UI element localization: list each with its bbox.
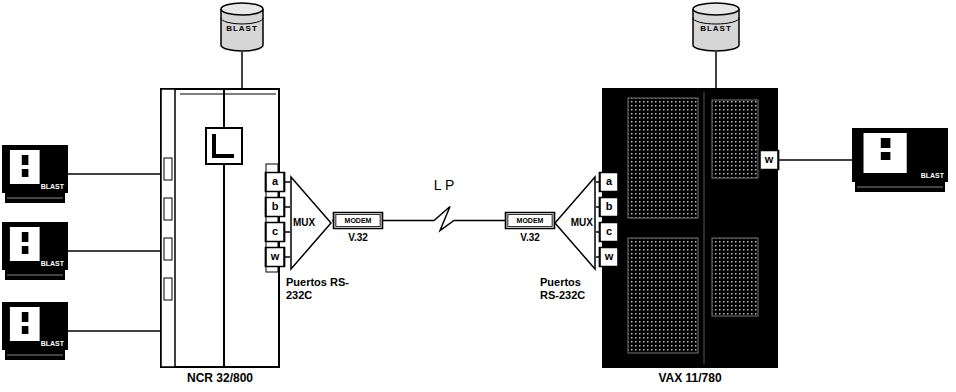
connector-line bbox=[68, 250, 160, 252]
connector-line bbox=[285, 206, 290, 208]
terminal-node: BLAST bbox=[852, 128, 948, 192]
port-node: c bbox=[599, 222, 619, 242]
computer-node: VAX 11/780abcww bbox=[602, 88, 778, 368]
terminal-icon bbox=[2, 222, 68, 280]
modem-node: MODEMV.32 bbox=[333, 212, 383, 229]
connector-line bbox=[285, 256, 290, 258]
computer-cabinet bbox=[160, 88, 280, 368]
connector-line bbox=[715, 52, 717, 88]
connector-line bbox=[68, 173, 160, 175]
port-node: w bbox=[759, 150, 779, 170]
blast-label: BLAST bbox=[41, 260, 64, 267]
connector-line bbox=[779, 159, 852, 161]
port-node: b bbox=[265, 197, 285, 217]
computer-cabinet bbox=[602, 88, 778, 368]
connector-line bbox=[596, 181, 599, 183]
port-letter: w bbox=[759, 150, 779, 168]
port-node: c bbox=[265, 222, 285, 242]
computer-name: NCR 32/800 bbox=[160, 371, 280, 385]
connector-line bbox=[596, 231, 599, 233]
terminal-icon bbox=[2, 145, 68, 203]
modem-label: MODEM bbox=[505, 212, 555, 229]
port-letter: c bbox=[265, 222, 285, 240]
database-node: BLAST bbox=[692, 2, 740, 52]
terminal-node: BLAST bbox=[2, 145, 68, 203]
modem-standard: V.32 bbox=[333, 232, 383, 243]
modem-label: MODEM bbox=[333, 212, 383, 229]
port-node: b bbox=[599, 197, 619, 217]
blast-label: BLAST bbox=[220, 24, 264, 33]
port-node: w bbox=[599, 247, 619, 267]
blast-label: BLAST bbox=[41, 340, 64, 347]
port-node: a bbox=[599, 172, 619, 192]
port-node: w bbox=[265, 247, 285, 267]
mux-node: MUX bbox=[554, 176, 596, 270]
mux-label: MUX bbox=[293, 217, 315, 228]
port-group-label: Puertos RS-232C bbox=[540, 276, 602, 302]
port-letter: b bbox=[599, 197, 619, 215]
modem-standard: V.32 bbox=[505, 232, 555, 243]
connector-line bbox=[285, 231, 290, 233]
connector-line bbox=[241, 52, 243, 88]
terminal-node: BLAST bbox=[2, 302, 68, 360]
connector-line bbox=[68, 330, 160, 332]
port-letter: w bbox=[599, 247, 619, 265]
terminal-node: BLAST bbox=[2, 222, 68, 280]
connector-line bbox=[285, 181, 290, 183]
modem-node: MODEMV.32 bbox=[505, 212, 555, 229]
terminal-icon bbox=[852, 128, 948, 192]
computer-name: VAX 11/780 bbox=[602, 371, 778, 385]
blast-label: BLAST bbox=[692, 24, 740, 33]
port-letter: a bbox=[599, 172, 619, 190]
connector-line bbox=[596, 256, 599, 258]
port-node: a bbox=[265, 172, 285, 192]
port-letter: b bbox=[265, 197, 285, 215]
mux-label: MUX bbox=[571, 217, 593, 228]
blast-label: BLAST bbox=[921, 172, 944, 179]
port-group-label: Puertos RS-232C bbox=[286, 276, 358, 302]
database-node: BLAST bbox=[220, 2, 264, 52]
mux-node: MUX bbox=[290, 176, 332, 270]
blast-label: BLAST bbox=[41, 183, 64, 190]
connector-line bbox=[596, 206, 599, 208]
computer-node: NCR 32/800abcw bbox=[160, 88, 280, 368]
terminal-icon bbox=[2, 302, 68, 360]
connector-line bbox=[383, 207, 505, 231]
line-label: L P bbox=[432, 177, 457, 193]
port-letter: a bbox=[265, 172, 285, 190]
port-letter: c bbox=[599, 222, 619, 240]
port-letter: w bbox=[265, 247, 285, 265]
